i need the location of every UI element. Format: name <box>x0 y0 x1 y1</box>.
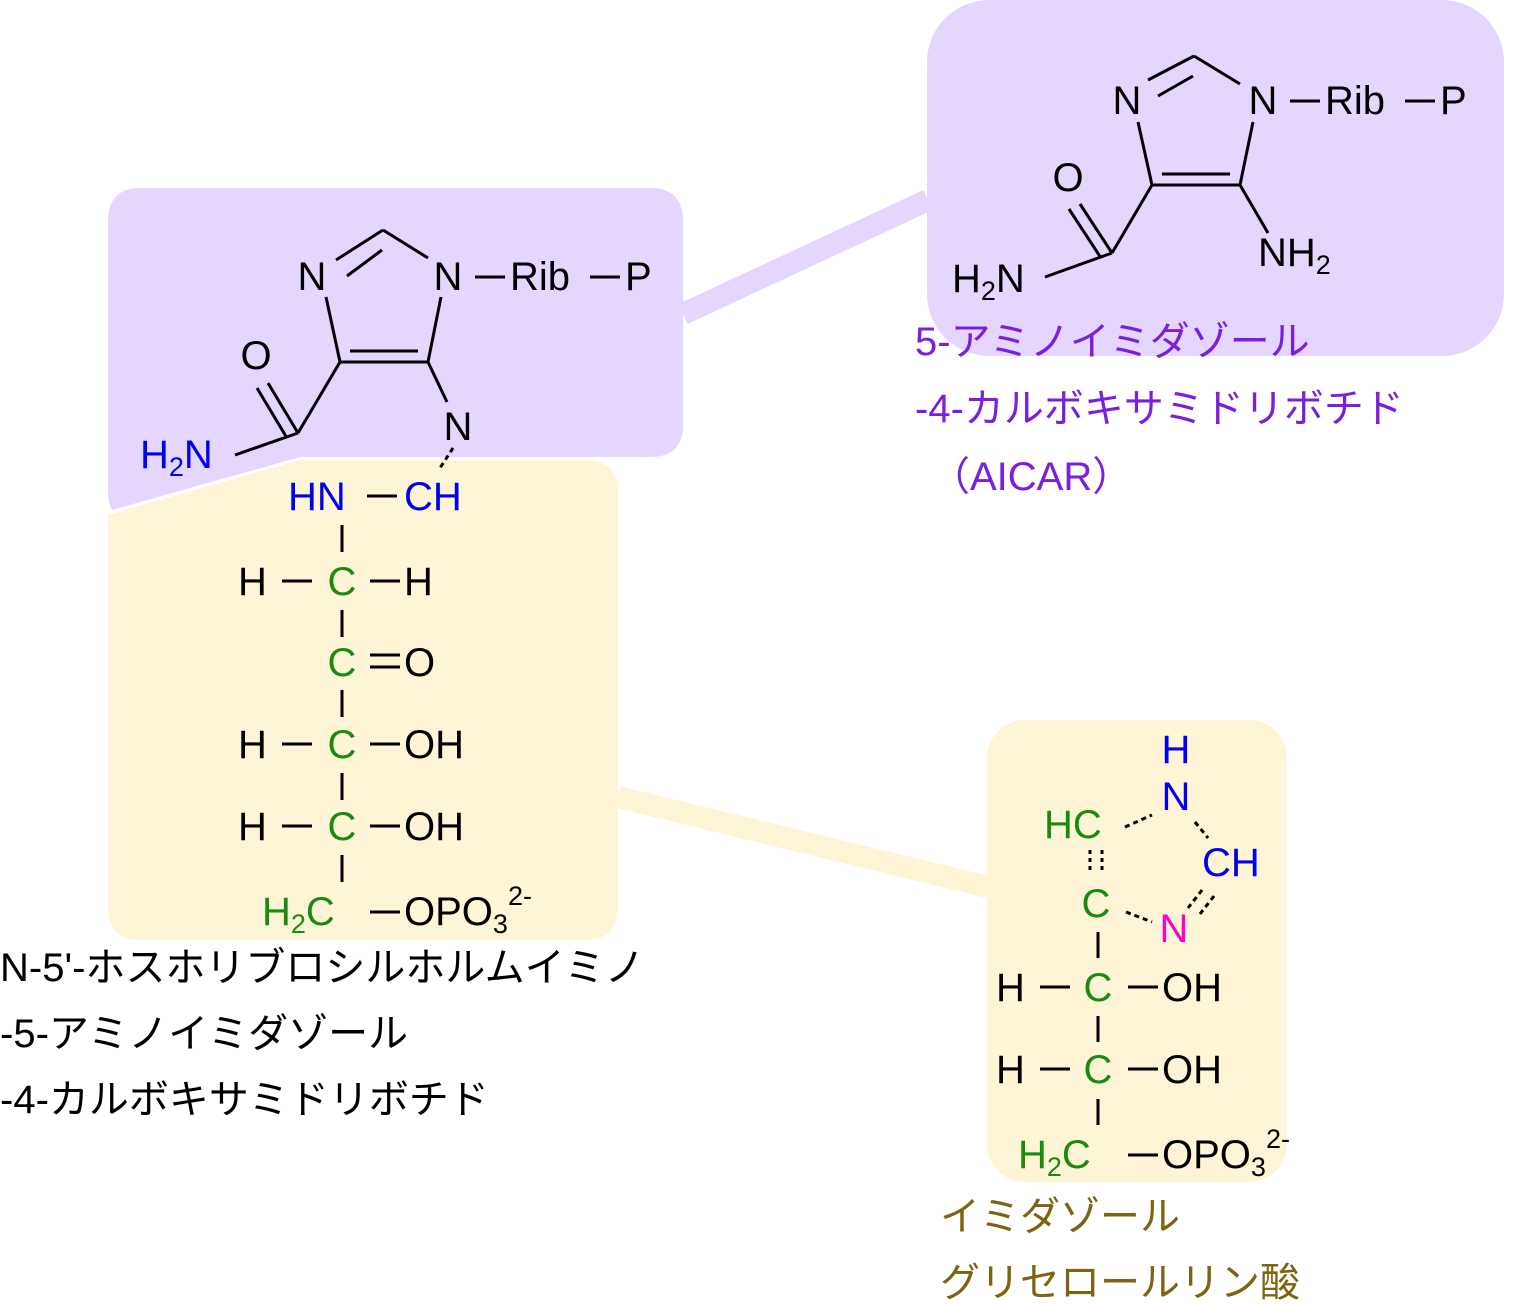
prfar-ring-n-left: N <box>298 255 327 299</box>
prfar-c1-left: H <box>238 560 267 604</box>
igp-nh-hydrogen: H <box>1162 728 1191 772</box>
prfar-c3-right: OH <box>404 723 464 767</box>
igp-c2-right: OH <box>1162 1048 1222 1092</box>
igp-ring-n-bottom: N <box>1160 907 1189 951</box>
aicar-amide-nh2: H2N <box>952 257 1025 306</box>
prfar-c4-left: H <box>238 805 267 849</box>
aicar-ring-n-left: N <box>1113 79 1142 123</box>
prfar-c2-carbon: C <box>328 641 357 685</box>
prfar-c1-right: H <box>404 560 433 604</box>
prfar-caption-line-2: -5-アミノイミダゾール <box>0 1012 408 1056</box>
aicar-structure <box>1044 54 1435 279</box>
prfar-phosphate-label: P <box>625 255 652 299</box>
prfar-h2c-label: H2C <box>262 890 335 939</box>
prfar-c4-carbon: C <box>328 805 357 849</box>
aicar-caption-line-3: （AICAR） <box>930 455 1132 499</box>
igp-caption-line-1: イミダゾール <box>940 1195 1180 1239</box>
prfar-c1-carbon: C <box>328 560 357 604</box>
aicar-rib-label: Rib <box>1325 79 1385 123</box>
prfar-phosphate-group: OPO32- <box>404 881 532 939</box>
aicar-amino-nh2: NH2 <box>1258 231 1331 280</box>
prfar-rib-label: Rib <box>510 255 570 299</box>
prfar-c3-left: H <box>238 723 267 767</box>
prfar-imine-n: N <box>444 405 473 449</box>
igp-c2-left: H <box>996 1048 1025 1092</box>
connector-purple <box>678 190 933 324</box>
prfar-ring-n-right: N <box>434 255 463 299</box>
prfar-carbonyl-o: O <box>240 334 271 378</box>
igp-c1-left: H <box>996 966 1025 1010</box>
prfar-purple-box <box>108 188 683 510</box>
prfar-amide-nh2: H2N <box>140 433 213 482</box>
prfar-caption-line-3: -4-カルボキサミドリボチド <box>0 1078 489 1122</box>
igp-hc-label: HC <box>1044 803 1102 847</box>
prfar-caption-line-1: N-5'-ホスホリブロシルホルムイミノ <box>0 946 645 990</box>
prfar-c2-right: O <box>404 641 435 685</box>
aicar-ring-n-right: N <box>1249 79 1278 123</box>
aicar-phosphate-label: P <box>1440 79 1467 123</box>
connector-yellow <box>615 786 991 898</box>
igp-ring-carbon: C <box>1082 882 1111 926</box>
prfar-hn-label: HN <box>288 475 346 519</box>
igp-h2c-label: H2C <box>1018 1133 1091 1182</box>
igp-caption-line-2: グリセロールリン酸 <box>940 1261 1300 1304</box>
aicar-caption-line-1: 5-アミノイミダゾール <box>915 320 1310 364</box>
prfar-structure <box>234 228 620 914</box>
aicar-carbonyl-o: O <box>1052 156 1083 200</box>
aicar-box <box>927 0 1504 356</box>
igp-c1-right: OH <box>1162 966 1222 1010</box>
prfar-c3-carbon: C <box>328 723 357 767</box>
igp-box <box>987 720 1287 1182</box>
igp-structure <box>1040 813 1216 1157</box>
aicar-caption-line-2: -4-カルボキサミドリボチド <box>915 387 1404 431</box>
prfar-ch-label: CH <box>404 475 462 519</box>
prfar-c4-right: OH <box>404 805 464 849</box>
igp-c1-carbon: C <box>1084 966 1113 1010</box>
igp-ch-label: CH <box>1202 841 1260 885</box>
igp-ring-n-top: N <box>1162 775 1191 819</box>
igp-phosphate-group: OPO32- <box>1162 1124 1290 1182</box>
igp-c2-carbon: C <box>1084 1048 1113 1092</box>
prfar-yellow-box <box>108 460 618 940</box>
